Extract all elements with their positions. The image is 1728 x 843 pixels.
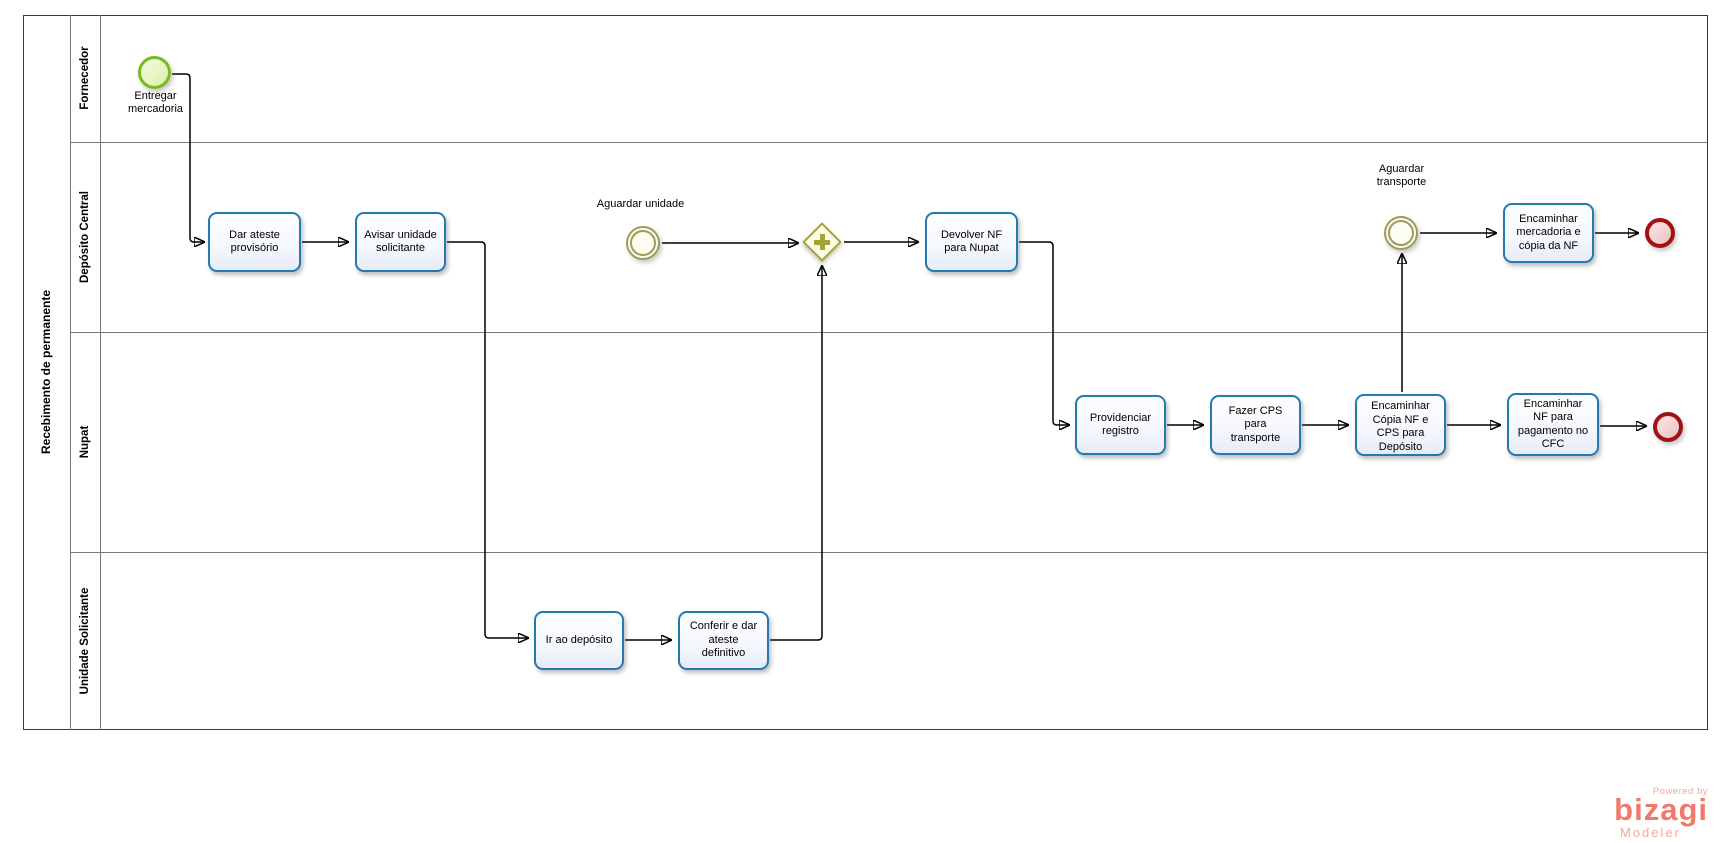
task-label: Encaminhar NF para pagamento no CFC [1517, 397, 1589, 451]
bizagi-logo: bizagi [1614, 792, 1708, 827]
task-ir-ao-deposito[interactable]: Ir ao depósito [534, 611, 624, 670]
task-label: Avisar unidade solicitante [364, 228, 437, 255]
bizagi-watermark: Powered by bizagi Modeler [1614, 786, 1708, 840]
inner-ring [630, 230, 656, 256]
task-dar-ateste-provisorio[interactable]: Dar ateste provisório [208, 212, 301, 272]
end-event-deposito[interactable] [1645, 218, 1675, 248]
inner-ring [1388, 220, 1414, 246]
task-avisar-unidade-solicitante[interactable]: Avisar unidade solicitante [355, 212, 446, 272]
task-encaminhar-nf-pagamento-cfc[interactable]: Encaminhar NF para pagamento no CFC [1507, 393, 1599, 456]
task-label: Conferir e dar ateste definitivo [689, 620, 758, 660]
task-providenciar-registro[interactable]: Providenciar registro [1075, 395, 1166, 455]
flow-devolver-nf-to-providenciar [1019, 241, 1069, 425]
task-label: Encaminhar mercadoria e cópia da NF [1516, 212, 1581, 252]
lane-label-divider [100, 15, 101, 730]
aguardar-unidade-label: Aguardar unidade [596, 198, 685, 210]
flow-avisar-to-ir-deposito [447, 241, 528, 638]
task-label: Fazer CPS para transporte [1228, 404, 1283, 444]
pool-border [23, 15, 1708, 730]
intermediate-event-aguardar-transporte[interactable] [1384, 216, 1418, 250]
modeler-text: Modeler [1620, 825, 1681, 840]
end-event-nupat[interactable] [1653, 412, 1683, 442]
task-label: Providenciar registro [1089, 411, 1152, 438]
task-label: Encaminhar Cópia NF e CPS para Depósito [1371, 400, 1430, 453]
task-label: Devolver NF para Nupat [940, 228, 1003, 255]
start-event-label: Entregar mercadoria [127, 90, 184, 115]
task-label: Ir ao depósito [545, 633, 613, 646]
lane-divider-1 [70, 142, 1707, 143]
plus-icon [810, 230, 834, 254]
task-encaminhar-mercadoria-copia-nf[interactable]: Encaminhar mercadoria e cópia da NF [1503, 203, 1594, 263]
task-fazer-cps-para-transporte[interactable]: Fazer CPS para transporte [1210, 395, 1301, 455]
lane-divider-3 [70, 552, 1707, 553]
flow-conferir-to-gateway [770, 266, 822, 641]
task-conferir-dar-ateste-definitivo[interactable]: Conferir e dar ateste definitivo [678, 611, 769, 670]
task-devolver-nf-para-nupat[interactable]: Devolver NF para Nupat [925, 212, 1018, 272]
lane-divider-2 [70, 332, 1707, 333]
flow-start-to-dar-ateste [172, 73, 204, 242]
task-encaminhar-copia-nf-cps[interactable]: Encaminhar Cópia NF e CPS para Depósito [1355, 394, 1446, 456]
pool-title-divider [70, 15, 71, 730]
task-label: Dar ateste provisório [229, 228, 280, 255]
intermediate-event-aguardar-unidade[interactable] [626, 226, 660, 260]
powered-by-text: Powered by [1652, 786, 1708, 797]
aguardar-transporte-label: Aguardar transporte [1376, 163, 1427, 188]
start-event[interactable] [138, 56, 171, 89]
